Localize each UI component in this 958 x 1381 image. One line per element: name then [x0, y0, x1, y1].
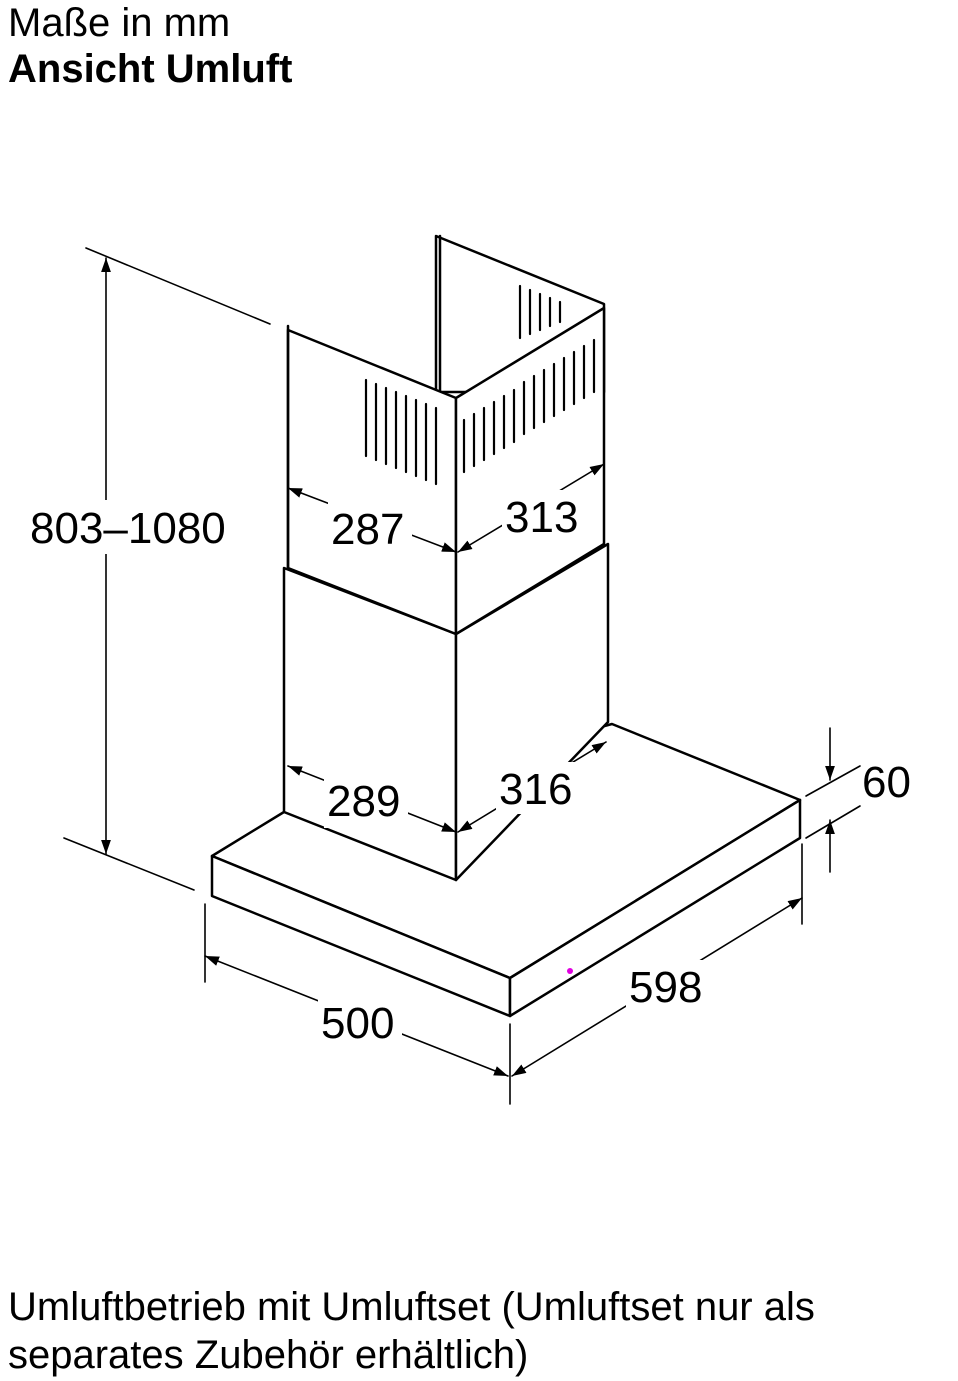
view-title: Ansicht Umluft [8, 47, 293, 91]
vent-slots-back [518, 284, 562, 340]
upper-depth-label: 287 [331, 505, 404, 554]
height-label: 803–1080 [30, 504, 226, 553]
footnote: Umluftbetrieb mit Umluftset (Umluftset n… [8, 1283, 815, 1379]
canopy-depth-label: 500 [321, 999, 394, 1048]
footnote-line-2: separates Zubehör erhältlich) [8, 1333, 529, 1377]
units-note: Maße in mm [8, 1, 231, 45]
lower-depth-label: 289 [327, 777, 400, 826]
upper-width-label: 313 [505, 493, 578, 542]
indicator-light [567, 968, 573, 974]
footnote-line-1: Umluftbetrieb mit Umluftset (Umluftset n… [8, 1285, 815, 1329]
canopy-width-label: 598 [629, 963, 702, 1012]
vent-slots-right [462, 338, 596, 474]
vent-slots-left [364, 378, 438, 486]
lower-width-label: 316 [499, 765, 572, 814]
canopy-thickness-label: 60 [862, 758, 911, 807]
dimension-labels: 803–1080 287 313 289 316 60 500 598 [26, 490, 911, 1048]
